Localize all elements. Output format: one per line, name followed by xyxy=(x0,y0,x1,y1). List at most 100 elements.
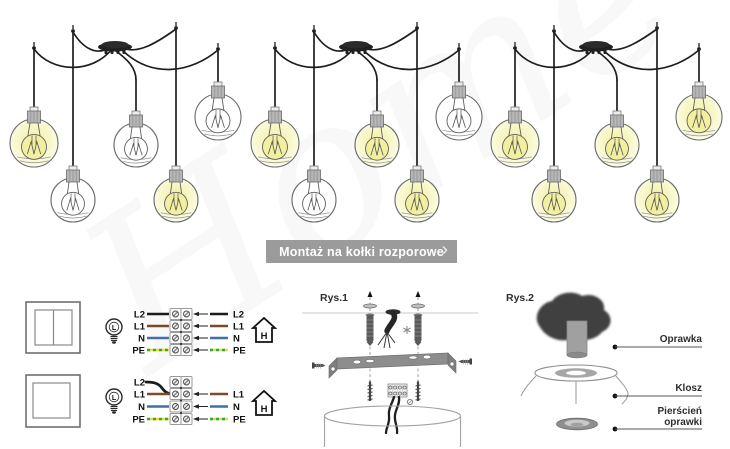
filament xyxy=(370,142,384,156)
light-bulb xyxy=(605,136,629,161)
bridged-l2-wire xyxy=(144,380,171,395)
house-letter: H xyxy=(261,404,268,415)
filament xyxy=(410,197,424,211)
ceiling-canopy xyxy=(579,41,613,54)
house-icon-1: H xyxy=(250,316,278,343)
lamp-socket xyxy=(566,320,588,359)
wall-switches xyxy=(25,301,81,428)
glass-globe xyxy=(675,81,723,141)
wire-label-N-right-2: N xyxy=(233,402,240,413)
mounting-screw-right xyxy=(415,380,421,401)
ceiling-canopy xyxy=(339,41,373,54)
side-screw-left xyxy=(312,362,326,369)
light-bulb xyxy=(61,191,85,216)
figure1-title: Rys.1 xyxy=(320,292,348,304)
wire-label-L1-left-2: L1 xyxy=(134,390,146,401)
light-bulb xyxy=(164,191,188,216)
leader-klosz: Klosz xyxy=(612,383,702,399)
svg-text:L: L xyxy=(112,395,117,402)
label-pierscien-2: oprawki xyxy=(664,417,702,428)
mounting-screw-left xyxy=(367,380,373,401)
light-bulb xyxy=(686,108,712,134)
terminal-block xyxy=(387,383,408,398)
glass-globe xyxy=(531,165,577,223)
light-bulb xyxy=(645,191,669,216)
leader-pierscien: Pierścień oprawki xyxy=(612,406,702,432)
figure-mounting: Rys.1 xyxy=(302,291,478,447)
wire-label-PE-left-2: PE xyxy=(132,415,145,426)
double-switch-icon xyxy=(25,301,81,354)
filament xyxy=(211,114,225,128)
canopy-wires xyxy=(384,395,401,435)
filament xyxy=(650,197,664,211)
glass-globe xyxy=(594,110,640,168)
light-bulb xyxy=(405,191,429,216)
light-bulb xyxy=(262,133,288,160)
filament xyxy=(307,197,321,211)
side-screw-right xyxy=(458,358,472,365)
glass-globe xyxy=(50,165,96,223)
canopy-cup xyxy=(323,405,462,447)
wire-label-L1-right: L1 xyxy=(233,322,245,333)
glass-globe xyxy=(394,165,440,223)
glass-globe xyxy=(113,110,159,168)
label-pierscien-1: Pierścień xyxy=(658,406,702,417)
filament xyxy=(129,142,143,156)
light-bulb xyxy=(124,136,148,161)
pendant-lamp-3 xyxy=(490,22,723,223)
glass-globe xyxy=(435,81,483,141)
wire-label-L2-left-2: L2 xyxy=(134,378,145,389)
light-bulb xyxy=(205,108,231,134)
filament xyxy=(692,114,706,128)
wire-label-L2-right: L2 xyxy=(233,310,244,321)
glass-globe xyxy=(354,110,400,168)
filament xyxy=(267,140,283,155)
light-bulb xyxy=(542,191,566,216)
glass-globe xyxy=(634,165,680,223)
glass-globe xyxy=(9,106,59,168)
wire-label-L1-right-2: L1 xyxy=(233,390,245,401)
banner-label: Montaż na kołki rozporowe xyxy=(279,244,444,259)
light-bulb xyxy=(21,133,47,160)
glass-globe xyxy=(194,81,242,141)
chevron-right-icon: › xyxy=(441,239,448,261)
ceiling-canopy xyxy=(98,41,132,54)
wire-label-N-right: N xyxy=(233,334,240,345)
filament xyxy=(547,197,561,211)
filament xyxy=(610,142,624,156)
house-letter: H xyxy=(261,331,268,342)
pendant-lamps-row xyxy=(9,22,723,223)
wire-label-N-left-2: N xyxy=(138,402,145,413)
filament xyxy=(452,114,466,128)
ceiling-rose-blob xyxy=(536,292,611,341)
wire-label-PE-left: PE xyxy=(132,346,145,357)
filament xyxy=(169,197,183,211)
figure-parts: Rys.2 Oprawka Klosz xyxy=(506,292,703,432)
screw-symbol-top xyxy=(403,326,411,334)
pendant-lamp-2 xyxy=(250,22,483,223)
wire-label-PE-right-2: PE xyxy=(233,415,246,426)
glass-globe xyxy=(291,165,337,223)
glass-globe xyxy=(490,106,540,168)
glass-globe xyxy=(250,106,300,168)
filament xyxy=(507,140,523,155)
svg-text:L: L xyxy=(112,325,117,332)
ceiling-cable xyxy=(377,309,401,349)
label-oprawka: Oprawka xyxy=(660,334,703,345)
mounting-banner[interactable]: Montaż na kołki rozporowe › xyxy=(266,239,457,263)
house-icon-2: H xyxy=(250,389,278,416)
screw-symbol-bottom xyxy=(406,398,414,406)
wire-label-L2-left: L2 xyxy=(134,310,145,321)
light-bulb xyxy=(365,136,389,161)
leader-oprawka: Oprawka xyxy=(612,334,703,350)
wire-label-L1-left: L1 xyxy=(134,322,146,333)
wall-plug-right xyxy=(411,291,425,381)
wire-label-N-left: N xyxy=(138,334,145,345)
single-switch-icon xyxy=(25,374,81,428)
mounting-bracket xyxy=(328,352,457,379)
glass-globe xyxy=(153,165,199,223)
